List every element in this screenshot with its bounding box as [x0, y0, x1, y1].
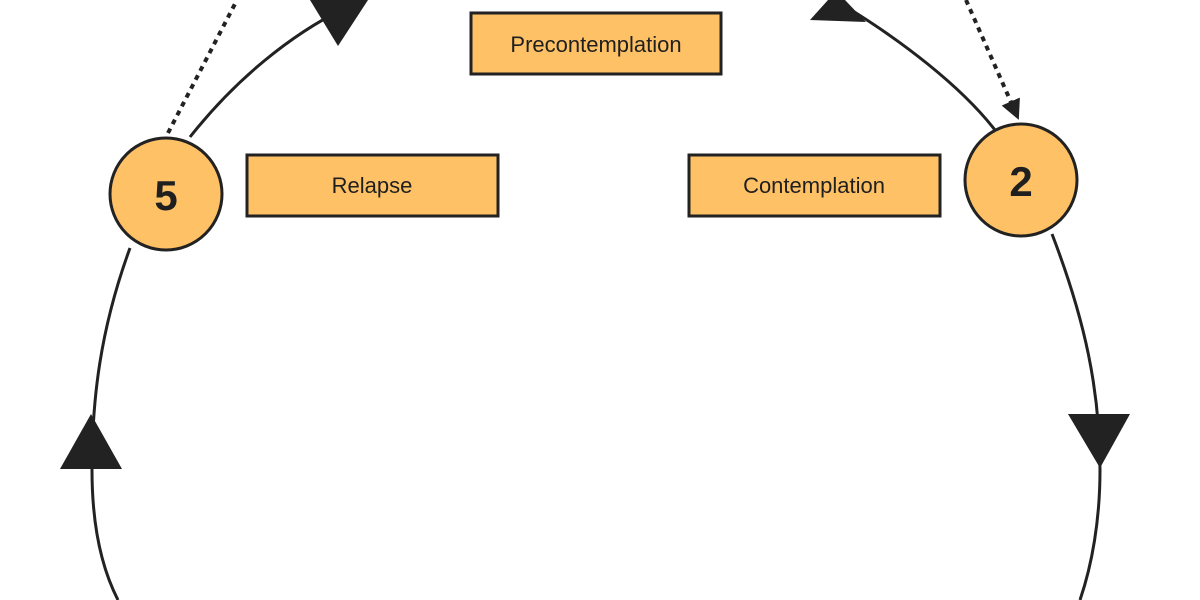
- precontemplation-box: Precontemplation: [469, 11, 723, 76]
- stage-5-node: 5: [108, 136, 224, 252]
- precontemplation-label: Precontemplation: [510, 32, 681, 57]
- arrowhead-right-down: [1068, 414, 1130, 468]
- cycle-arc-top-right: [847, 6, 997, 131]
- dotted-arrow-right: [964, 0, 1020, 120]
- dotted-arrow-left: [166, 0, 239, 134]
- relapse-box: Relapse: [245, 153, 500, 218]
- stage-2-number: 2: [1009, 158, 1032, 205]
- arrowhead-top-left: [310, 0, 368, 46]
- arrowhead-top-right: [810, 0, 866, 22]
- contemplation-box: Contemplation: [687, 153, 942, 218]
- relapse-label: Relapse: [332, 173, 413, 198]
- stage-2-node: 2: [963, 122, 1079, 238]
- arrowhead-left-up: [60, 414, 122, 469]
- contemplation-label: Contemplation: [743, 173, 885, 198]
- cycle-arc-top-left: [188, 6, 346, 138]
- stage-5-number: 5: [154, 172, 177, 219]
- cycle-arc-left: [90, 247, 132, 600]
